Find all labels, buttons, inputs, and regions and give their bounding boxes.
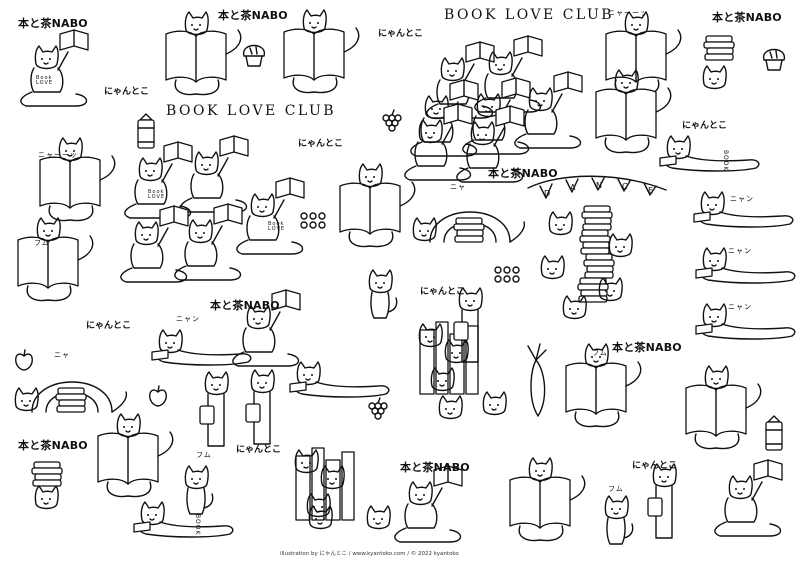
book-love-club-title-1: BOOK LOVE CLUB [166,103,337,119]
nabo-label-5: 本と茶NABO [210,299,280,312]
nyantoko-label-1: にゃんとこ [104,87,150,97]
nyaa-long-label-2: ニャーーッ [608,9,648,17]
nabo-label-6: 本と茶NABO [612,341,682,354]
fumu-label-1: フム [34,239,50,247]
fumu-label-3: フム [196,451,212,459]
bunting-letter-a: A [570,183,577,192]
nyantoko-label-5: にゃんとこ [86,321,132,331]
nyantoko-label-4: にゃんとこ [682,121,728,131]
nyantoko-label-7: にゃんとこ [236,445,282,455]
nabo-label-7: 本と茶NABO [18,439,88,452]
nyantoko-label-2: にゃんとこ [378,29,424,39]
nabo-label-1: 本と茶NABO [18,17,88,30]
nyaa-label-1: ニャ [450,183,466,191]
bunting-letter-d: D [544,189,552,198]
nyan-label-3: ニャン [728,303,752,311]
nyan-label-4: ニャン [176,315,200,323]
shirt-text-2: Book LOVE [148,189,166,200]
nyaa-label-2: ニャ [54,351,70,359]
nabo-label-4: 本と茶NABO [488,167,558,180]
nyan-label-1: ニャン [730,195,754,203]
fumu-label-2: フム [592,349,608,357]
fumu-label-4: フム [608,485,624,493]
nabo-label-2: 本と茶NABO [218,9,288,22]
bunting-letter-e: E [648,186,655,195]
nyantoko-label-8: にゃんとこ [632,461,678,471]
shirt-text-3: Book LOVE [268,221,286,232]
book-love-club-title-2: BOOK LOVE CLUB [444,7,615,23]
nyantoko-label-3: にゃんとこ [298,139,344,149]
nabo-label-8: 本と茶NABO [400,461,470,474]
shirt-text-1: Book LOVE [36,75,54,86]
nyantoko-label-6: にゃんとこ [420,287,466,297]
bunting-letter-n: N [596,181,603,190]
nyan-label-2: ニャン [728,247,752,255]
nabo-label-3: 本と茶NABO [712,11,782,24]
nyaa-long-label-1: ニャーーッ [38,151,78,159]
bunting-letter-c: C [622,182,629,191]
illustration-credit: illustration by にゃんとこ / www.kyantoko.com… [280,551,459,557]
book-spine-label-2: BOOK [194,514,201,536]
book-spine-label-1: BOOK [722,150,729,172]
